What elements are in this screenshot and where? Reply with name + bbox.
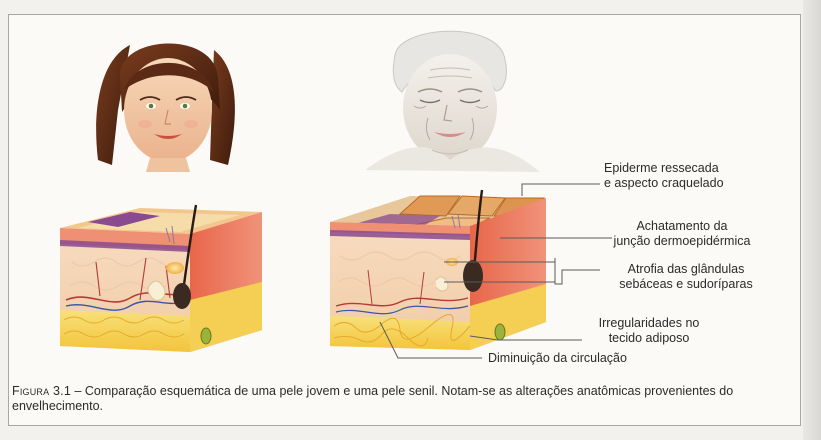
annotation-gland-atrophy-line2: sebáceas e sudoríparas <box>606 277 766 292</box>
annotation-epidermis-line1: Epiderme ressecada <box>604 161 724 176</box>
young-woman-portrait <box>96 43 235 172</box>
annotation-gland-atrophy: Atrofia das glândulas sebáceas e sudoríp… <box>606 262 766 292</box>
young-skin-block <box>60 205 262 352</box>
annotation-adipose: Irregularidades no tecido adiposo <box>584 316 714 346</box>
annotation-flattening-line1: Achatamento da <box>612 219 752 234</box>
annotation-epidermis-line2: e aspecto craquelado <box>604 176 724 191</box>
aged-skin-block <box>330 190 546 350</box>
figure-number: Figura 3.1 <box>12 384 71 398</box>
annotation-adipose-line2: tecido adiposo <box>584 331 714 346</box>
annotation-epidermis: Epiderme ressecada e aspecto craquelado <box>604 161 724 191</box>
annotation-flattening: Achatamento da junção dermoepidérmica <box>612 219 752 249</box>
figure-caption-text: – Comparação esquemática de uma pele jov… <box>12 384 733 413</box>
figure-caption: Figura 3.1 – Comparação esquemática de u… <box>12 384 792 414</box>
annotation-gland-atrophy-line1: Atrofia das glândulas <box>606 262 766 277</box>
annotation-circulation: Diminuição da circulação <box>488 351 627 366</box>
annotation-flattening-line2: junção dermoepidérmica <box>612 234 752 249</box>
elderly-woman-portrait <box>365 31 540 172</box>
annotation-adipose-line1: Irregularidades no <box>584 316 714 331</box>
